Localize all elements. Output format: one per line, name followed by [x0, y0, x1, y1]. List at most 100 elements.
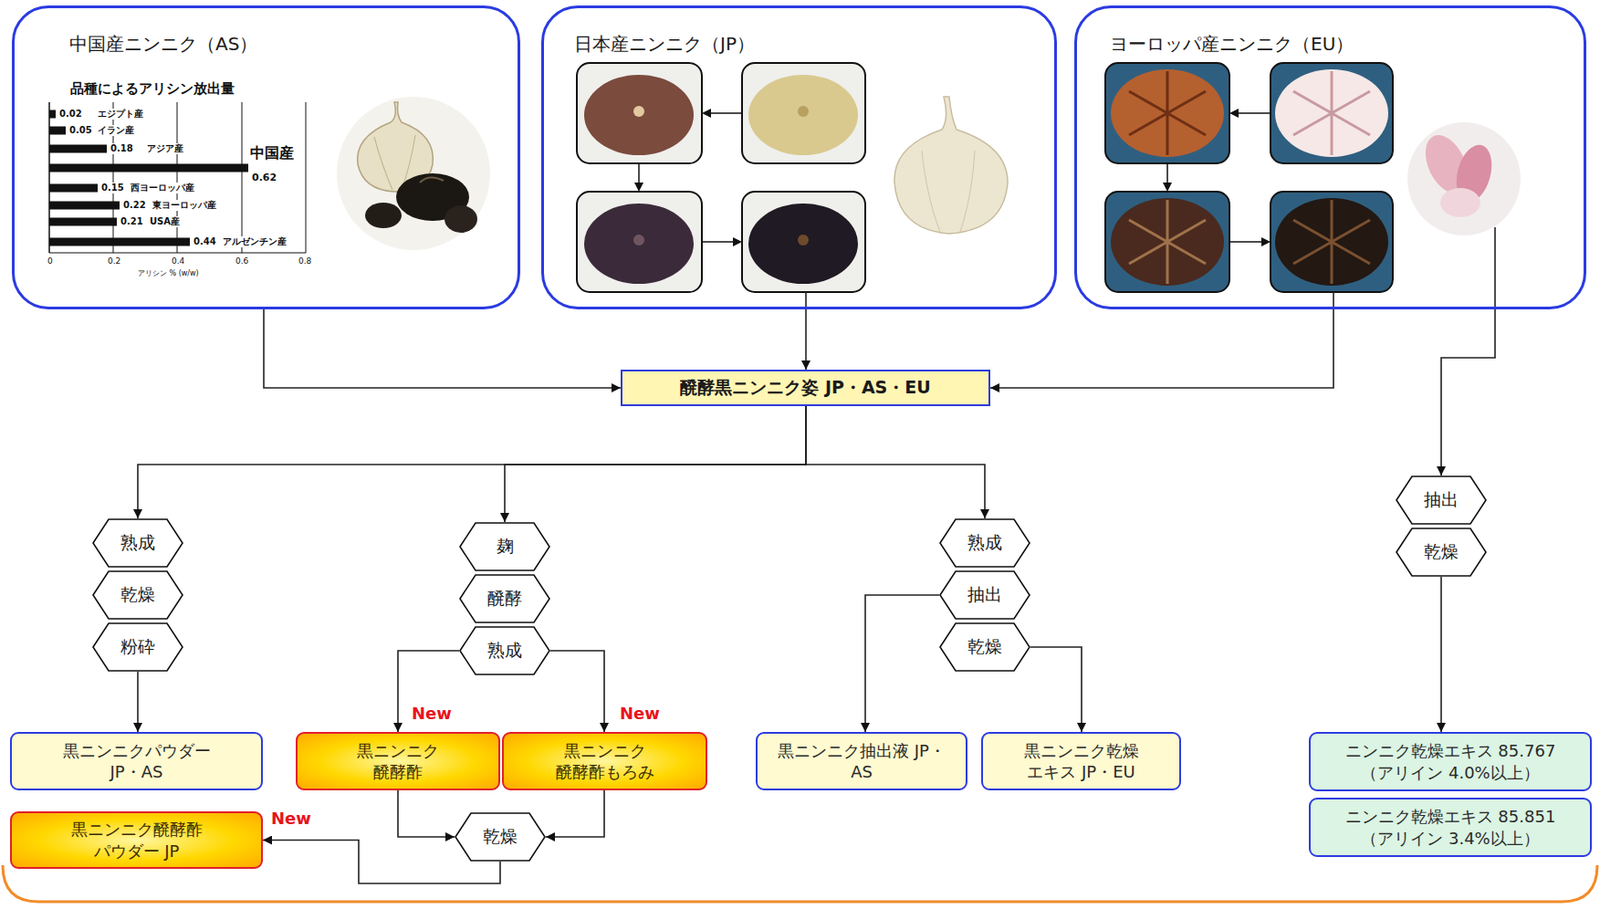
garlic-section: [1275, 198, 1389, 286]
product-box: 黒ニンニク抽出液 JP・AS: [755, 732, 968, 791]
chart-label: アルゼンチン産: [221, 236, 288, 248]
hexagon-shape: [940, 623, 1030, 671]
flow-arrow: [545, 790, 605, 837]
hexagon-shape: [460, 627, 550, 675]
flow-arrow: [1441, 309, 1496, 476]
chart-label: 0.8: [297, 256, 313, 266]
photo-arrow: [637, 163, 640, 185]
chart-label: イラン産: [96, 125, 136, 136]
chart-label: アリシン % (w/w): [136, 269, 200, 278]
chart-label: 西ヨーロッパ産: [129, 182, 196, 194]
garlic-photo: [336, 96, 491, 251]
chart-bar: [49, 110, 56, 119]
photo-frame: [1270, 62, 1393, 164]
hexagon-shape: [93, 571, 183, 619]
black-garlic: [419, 177, 444, 183]
panel-title: ヨーロッパ産ニンニク（EU）: [1109, 31, 1354, 57]
node-label: 抽出: [967, 583, 1003, 607]
garlic-core: [633, 105, 645, 117]
product-box: 黒ニンニク 醗酵酢もろみ: [501, 732, 708, 791]
photo-arrow: [1162, 182, 1172, 192]
chart-bar: [49, 145, 107, 154]
photo-arrow: [709, 112, 743, 115]
node-label: 抽出: [1423, 488, 1459, 513]
photo-arrow: [634, 182, 644, 192]
process-hexagon: 熟成: [92, 518, 184, 568]
source-box: 醗酵黒ニンニク姿 JP・AS・EU: [620, 369, 991, 407]
garlic-section: [584, 74, 694, 156]
process-hexagon: 熟成: [939, 518, 1031, 568]
node-label: 黒ニンニク 醗酵酢もろみ: [550, 740, 660, 784]
photo-arrow: [701, 240, 735, 243]
product-box: ニンニク乾燥エキス 85.851 （アリイン 3.4%以上）: [1308, 797, 1592, 858]
node-label: 黒ニンニク乾燥 エキス JP・EU: [1017, 740, 1146, 784]
chart-bar: [49, 238, 190, 247]
photo-frame: [1270, 191, 1393, 293]
hexagon-shape: [460, 522, 550, 571]
new-tag: New: [618, 704, 661, 724]
chart-label: 0.21: [119, 216, 145, 228]
chart-bar: [49, 184, 98, 193]
origin-panel: 日本産ニンニク（JP）: [541, 5, 1057, 310]
product-box: 黒ニンニク 醗酵酢: [295, 732, 501, 791]
process-hexagon: 抽出: [939, 570, 1031, 620]
garlic-core: [633, 234, 645, 246]
process-hexagon: 乾燥: [92, 570, 184, 620]
flow-arrow: [805, 309, 807, 370]
garlic-section: [1110, 198, 1224, 286]
flow-arrow: [1440, 576, 1443, 733]
chart-label: 0.4: [170, 256, 186, 266]
panel-title: 中国産ニンニク（AS）: [69, 31, 258, 57]
hexagon-shape: [455, 813, 545, 861]
origin-panel: ヨーロッパ産ニンニク（EU）: [1074, 5, 1587, 310]
chart-label: 0: [46, 256, 54, 266]
process-hexagon: 醗酵: [459, 574, 551, 624]
product-box: 黒ニンニクパウダー JP・AS: [10, 732, 263, 791]
node-label: 醗酵: [487, 586, 523, 611]
garlic-cloves: [1129, 71, 1206, 156]
flow-arrow: [990, 309, 1334, 388]
node-label: 乾燥: [1423, 540, 1459, 565]
node-label: 黒ニンニクパウダー JP・AS: [45, 740, 229, 784]
garlic-bulb: [894, 96, 1008, 234]
chart-label: 0.05: [68, 125, 94, 136]
process-hexagon: 熟成: [459, 626, 551, 676]
flow-arrow: [137, 406, 806, 519]
process-hexagon: 乾燥: [939, 622, 1031, 672]
product-box: ニンニク乾燥エキス 85.767 （アリイン 4.0%以上）: [1308, 732, 1592, 792]
node-label: 乾燥: [482, 825, 518, 849]
chart-bar: [49, 201, 120, 210]
photo-lead: [1494, 227, 1496, 310]
flow-arrow: [504, 406, 806, 523]
node-label: ニンニク乾燥エキス 85.851 （アリイン 3.4%以上）: [1330, 805, 1570, 849]
node-label: 粉砕: [120, 635, 156, 659]
chart-grid: [241, 102, 243, 253]
node-label: 乾燥: [120, 583, 156, 607]
node-label: 醗酵黒ニンニク姿 JP・AS・EU: [679, 376, 931, 400]
chart-label: 0.6: [234, 256, 250, 266]
chart-label: 0.44: [192, 236, 218, 248]
bar-chart: [49, 102, 306, 253]
process-hexagon: 乾燥: [454, 812, 546, 862]
photo-ground: [1407, 122, 1521, 236]
photo-frame: [576, 191, 702, 293]
chart-bar: [49, 126, 66, 136]
photo-frame: [1105, 62, 1230, 164]
node-label: 乾燥: [967, 635, 1003, 659]
hexagon-shape: [940, 571, 1030, 619]
node-label: 熟成: [487, 638, 523, 663]
node-label: ニンニク乾燥エキス 85.767 （アリイン 4.0%以上）: [1330, 740, 1570, 784]
photo-arrow: [732, 237, 743, 247]
hexagon-shape: [1396, 476, 1486, 524]
chart-grid: [305, 102, 307, 253]
garlic-section: [1275, 69, 1389, 157]
flow-arrow: [136, 671, 139, 733]
node-label: 黒ニンニク 醗酵酢: [343, 740, 453, 784]
hexagon-shape: [93, 519, 183, 567]
chart-label: 東ヨーロッパ産: [151, 199, 218, 211]
product-box: 黒ニンニク乾燥 エキス JP・EU: [981, 732, 1182, 791]
node-label: 黒ニンニク醗酵酢 パウダー JP: [45, 818, 229, 862]
chart-label: アジア産: [146, 143, 185, 155]
